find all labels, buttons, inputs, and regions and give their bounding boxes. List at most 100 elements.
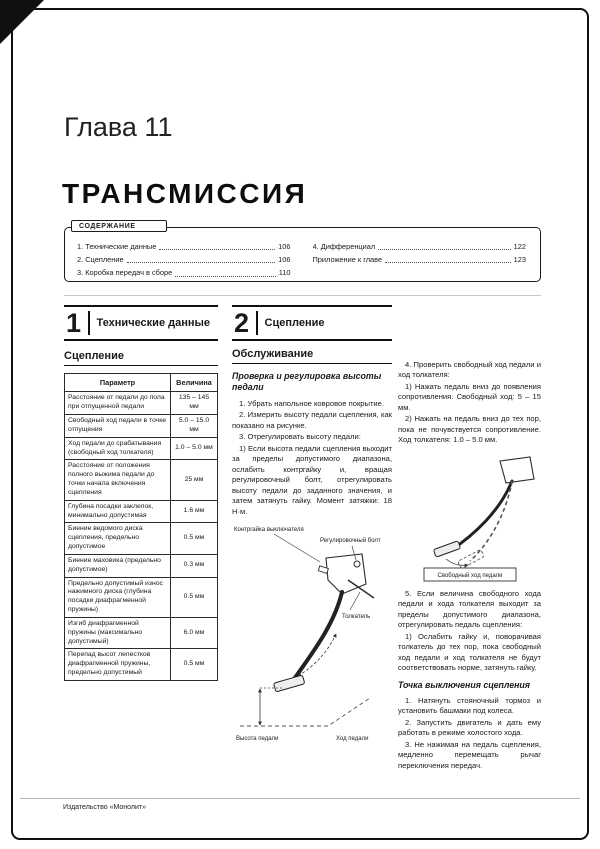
section-header-rule	[88, 311, 90, 335]
figure-label-switch-locknut: Контргайка выключателя	[234, 526, 304, 533]
section-header-technical-data: 1 Технические данные	[64, 305, 218, 341]
service-paragraph: 1. Убрать напольное ковровое покрытие.	[239, 398, 385, 408]
section-number: 2	[234, 307, 250, 338]
disengagement-subtitle: Точка выключения сцепления	[398, 679, 530, 690]
spec-heading: Сцепление	[64, 350, 218, 366]
toc-leader	[175, 275, 276, 277]
corner-mark	[0, 0, 44, 44]
service-paragraph: 1) Ослабить гайку и, поворачивая толкате…	[398, 631, 541, 673]
figure-label-pedal-travel: Ход педали	[336, 736, 368, 742]
contents-box: СОДЕРЖАНИЕ 1. Технические данные 106 2. …	[64, 220, 541, 284]
toc-item: 2. Сцепление 106	[77, 253, 291, 266]
spec-value-cell: 1.6 мм	[170, 499, 218, 524]
spec-param-cell: Расстояние от положения полного выжима п…	[64, 459, 171, 501]
service-paragraph: 2. Измерить высоту педали сцепления, как…	[232, 410, 392, 430]
chapter-heading: Глава 11	[64, 112, 173, 142]
spec-param-cell: Свободный ход педали в точке отпущения	[64, 414, 171, 438]
section-number: 1	[66, 307, 82, 338]
spec-param-cell: Биение ведомого диска сцепления, предель…	[64, 522, 171, 555]
spec-table: Параметр Величина Расстояние от педали д…	[64, 372, 218, 681]
spec-col-param: Параметр	[64, 372, 171, 393]
spec-value-cell: 25 мм	[170, 459, 218, 501]
spec-value-cell: 5.0 – 15.0 мм	[170, 414, 218, 438]
service-paragraph: 2. Запустить двигатель и дать ему работа…	[398, 717, 541, 738]
spec-value-cell: 135 – 145 мм	[170, 391, 218, 416]
service-heading: Обслуживание	[232, 348, 392, 364]
spec-row: Перепад высот лепестков диафрагменной пр…	[64, 648, 218, 681]
spec-param-cell: Глубина посадки заклепок, минимально доп…	[64, 499, 171, 524]
service-paragraph: 1) Нажать педаль вниз до появления сопро…	[398, 381, 541, 412]
service-paragraph: 1) Если высота педали сцепления выходит …	[232, 443, 392, 516]
figure-caption-box	[423, 567, 517, 582]
spec-param-cell: Ход педали до срабатывания (свободный хо…	[64, 436, 171, 461]
spec-value-cell: 1.0 – 5.0 мм	[170, 436, 218, 461]
spec-param-cell: Расстояние от педали до пола при отпущен…	[64, 391, 171, 416]
toc-item-page: 110	[278, 268, 291, 278]
toc-item-page: 106	[278, 255, 291, 265]
spec-value-cell: 6.0 мм	[170, 616, 218, 650]
spec-row: Биение ведомого диска сцепления, предель…	[64, 522, 218, 555]
section-header-rule	[256, 311, 258, 335]
service-paragraph: 1. Натянуть стояночный тормоз и установи…	[398, 695, 541, 716]
spec-row: Предельно допустимый износ нажимного дис…	[64, 576, 218, 618]
service-steps-col2-after-figure: 5. Если величина свободного хода педали …	[398, 589, 541, 674]
toc-leader	[159, 249, 276, 251]
spec-column: Сцепление Параметр Величина Расстояние о…	[64, 350, 218, 681]
pedal-height-figure: Контргайка выключателя Регулировочный бо…	[234, 526, 381, 742]
spec-value-cell: 0.5 мм	[170, 522, 218, 555]
spec-value-cell: 0.3 мм	[170, 553, 218, 578]
toc-item: 4. Дифференциал 122	[313, 240, 527, 253]
contents-columns: 1. Технические данные 106 2. Сцепление 1…	[65, 228, 540, 284]
spec-param-cell: Биение маховика (предельно допустимое)	[64, 553, 171, 578]
service-column-right: 4. Проверить свободный ход педали и ход …	[398, 360, 541, 772]
spec-row: Биение маховика (предельно допустимое) 0…	[64, 553, 218, 578]
service-paragraph: 4. Проверить свободный ход педали и ход …	[398, 360, 541, 380]
section-header-clutch: 2 Сцепление	[232, 305, 392, 341]
figure-label-pushrod: Толкатель	[342, 614, 370, 620]
contents-column-left: 1. Технические данные 106 2. Сцепление 1…	[77, 240, 291, 280]
spec-value-cell: 0.5 мм	[170, 648, 218, 681]
pedal-drawing	[240, 533, 375, 727]
spec-table-head: Параметр Величина	[64, 372, 218, 393]
spec-row: Изгиб диафрагменной пружины (максимально…	[64, 616, 218, 650]
service-paragraph: 2) Нажать на педаль вниз до тех пор, пок…	[398, 414, 541, 445]
spec-param-cell: Изгиб диафрагменной пружины (максимально…	[64, 616, 171, 650]
section-divider	[64, 295, 541, 296]
pedal-height-subtitle: Проверка и регулировка высоты педали	[232, 371, 382, 393]
spec-table-body: Расстояние от педали до пола при отпущен…	[64, 391, 218, 681]
toc-item: 1. Технические данные 106	[77, 240, 291, 253]
footer-rule	[20, 798, 580, 799]
figure-caption-free-play: Свободный ход педали	[437, 572, 502, 579]
toc-item-label: 1. Технические данные	[77, 242, 157, 251]
page-title: ТРАНСМИССИЯ	[62, 178, 308, 209]
figure-label-adjust-bolt: Регулировочный болт	[320, 537, 381, 544]
toc-item-page: 123	[513, 255, 526, 265]
free-play-drawing	[433, 456, 535, 569]
toc-item-page: 122	[513, 242, 526, 251]
service-steps-col1: 1. Убрать напольное ковровое покрытие. 2.…	[232, 399, 392, 517]
spec-row: Расстояние от положения полного выжима п…	[64, 459, 218, 501]
toc-item-label: 4. Дифференциал	[312, 242, 376, 251]
free-play-figure: Свободный ход педали	[423, 456, 535, 582]
section-title: Технические данные	[96, 316, 211, 329]
toc-item-label: 3. Коробка передач в сборе	[77, 268, 173, 278]
service-paragraph: 3. Не нажимая на педаль сцепления, медле…	[398, 739, 541, 770]
service-column-middle: Обслуживание Проверка и регулировка высо…	[232, 348, 392, 752]
spec-row: Глубина посадки заклепок, минимально доп…	[64, 499, 218, 524]
spec-row: Свободный ход педали в точке отпущения 5…	[64, 414, 218, 438]
spec-row: Ход педали до срабатывания (свободный хо…	[64, 436, 218, 461]
service-steps-col2-release: 1. Натянуть стояночный тормоз и установи…	[398, 696, 541, 771]
figure-label-pedal-height: Высота педали	[236, 736, 278, 742]
toc-item-label: Приложение к главе	[312, 255, 383, 265]
toc-item: 3. Коробка передач в сборе 110	[77, 266, 291, 279]
service-steps-col2-top: 4. Проверить свободный ход педали и ход …	[398, 360, 541, 446]
spec-row: Расстояние от педали до пола при отпущен…	[64, 391, 218, 416]
spec-param-cell: Перепад высот лепестков диафрагменной пр…	[64, 648, 171, 681]
service-paragraph: 5. Если величина свободного хода педали …	[398, 588, 541, 630]
spec-value-cell: 0.5 мм	[170, 576, 218, 618]
toc-leader	[385, 262, 511, 264]
footer-publisher: Издательство «Монолит»	[63, 804, 147, 811]
spec-param-cell: Предельно допустимый износ нажимного дис…	[64, 576, 171, 618]
section-title: Сцепление	[264, 316, 325, 329]
